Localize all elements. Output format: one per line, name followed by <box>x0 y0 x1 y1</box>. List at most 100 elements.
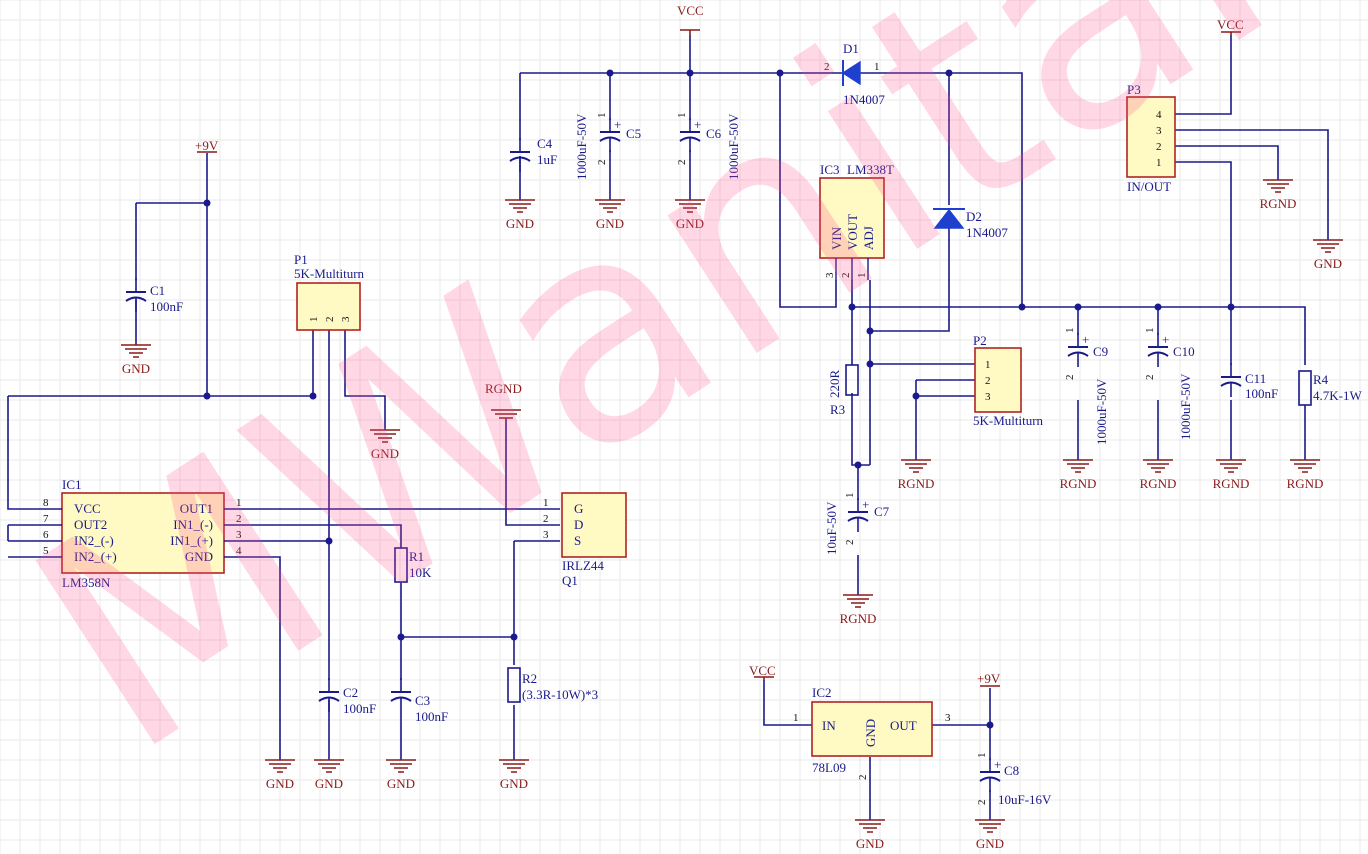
label-text: 3 <box>945 712 951 724</box>
r2-ref: R2 <box>522 671 537 686</box>
rgnd-port-q1: RGND <box>485 381 522 420</box>
gnd-label: GND <box>500 776 528 791</box>
wires <box>7 35 1329 820</box>
label-text: 6 <box>43 529 49 541</box>
ic1-lm358n: IC1 LM358N VCC OUT2 IN2_(-) IN2_(+) OUT1… <box>30 477 260 590</box>
c3-ref: C3 <box>415 693 430 708</box>
vcc-port-ic2: VCC <box>749 663 776 680</box>
label-text: VIN <box>829 226 844 250</box>
label-text: 2 <box>543 513 549 525</box>
label-text: 1 <box>308 317 320 323</box>
rgnd-label: RGND <box>1060 476 1097 491</box>
label-text: 2 <box>1156 141 1162 153</box>
p9v-port-top: +9V <box>195 138 219 153</box>
svg-text:1: 1 <box>844 493 856 499</box>
svg-text:2: 2 <box>1144 375 1156 381</box>
r4-ref: R4 <box>1313 372 1329 387</box>
svg-text:+: + <box>1082 332 1089 347</box>
vcc-label: VCC <box>749 663 776 678</box>
p1-part: 5K-Multiturn <box>294 266 365 281</box>
svg-text:+: + <box>862 497 869 512</box>
gnd-label: GND <box>976 836 1004 851</box>
c2-value: 100nF <box>343 701 376 716</box>
c9-value: 1000uF-50V <box>1094 378 1109 445</box>
label-text: 1 <box>543 497 549 509</box>
svg-text:2: 2 <box>596 160 608 166</box>
c3-value: 100nF <box>415 709 448 724</box>
label-text: 1 <box>793 712 799 724</box>
label-text: IN2_(+) <box>74 549 117 564</box>
gnd-symbol: GND <box>595 199 625 231</box>
p3-connector: P3 IN/OUT 4 3 2 1 <box>1126 82 1176 194</box>
svg-text:1: 1 <box>596 113 608 119</box>
d2-ref: D2 <box>966 209 982 224</box>
gnd-label: GND <box>856 836 884 851</box>
gnd-symbol: GND <box>265 759 295 791</box>
svg-text:+: + <box>614 117 621 132</box>
label-text: VOUT <box>845 214 860 250</box>
label-text: S <box>574 533 581 548</box>
label-text: OUT1 <box>180 501 213 516</box>
c1-ref: C1 <box>150 283 165 298</box>
label-text: ADJ <box>861 226 876 250</box>
ic1-part: LM358N <box>62 575 111 590</box>
gnd-symbol: GND <box>499 759 529 791</box>
rgnd-label: RGND <box>1213 476 1250 491</box>
gnd-symbol: GND <box>1313 239 1343 271</box>
label-text: 3 <box>340 316 352 322</box>
c10-ref: C10 <box>1173 344 1195 359</box>
r2-value: (3.3R-10W)*3 <box>522 687 598 702</box>
gnd-label: GND <box>387 776 415 791</box>
c7-value: 10uF-50V <box>824 501 839 555</box>
label-text: IN <box>822 718 836 733</box>
r1-body <box>394 547 408 583</box>
p9v-port-ic2: +9V <box>977 671 1001 687</box>
junctions <box>203 69 1235 729</box>
svg-text:2: 2 <box>844 540 856 546</box>
svg-text:2: 2 <box>676 160 688 166</box>
label-text: IN2_(-) <box>74 533 114 548</box>
p9v-label: +9V <box>977 671 1001 686</box>
label-text: 3 <box>236 529 242 541</box>
label-text: OUT2 <box>74 517 107 532</box>
label-text: 3 <box>985 391 991 403</box>
ic1-ref: IC1 <box>62 477 82 492</box>
rgnd-label: RGND <box>1260 196 1297 211</box>
label-text: 5 <box>43 545 49 557</box>
c1-value: 100nF <box>150 299 183 314</box>
d1-diode: D1 1N4007 2 1 <box>824 41 885 107</box>
r3-value: 220R <box>827 370 842 399</box>
p3-part: IN/OUT <box>1127 179 1171 194</box>
gnd-symbol: GND <box>121 344 151 376</box>
gnd-label: GND <box>596 216 624 231</box>
c11-ref: C11 <box>1245 371 1266 386</box>
label-text: 4 <box>1156 109 1162 121</box>
vcc-port-p3: VCC <box>1217 17 1244 35</box>
svg-text:1: 1 <box>976 753 988 759</box>
r3-ref: R3 <box>830 402 845 417</box>
p2-ref: P2 <box>973 333 987 348</box>
label-text: 2 <box>985 375 991 387</box>
rgnd-symbol: RGND <box>1213 459 1250 491</box>
c4-ref: C4 <box>537 136 553 151</box>
rgnd-label: RGND <box>485 381 522 396</box>
label-text: 3 <box>824 272 836 278</box>
p9v-label: +9V <box>195 138 219 153</box>
ic2-ref: IC2 <box>812 685 832 700</box>
p3-ref: P3 <box>1127 82 1141 97</box>
r4-body <box>1298 370 1312 406</box>
d1-ref: D1 <box>843 41 859 56</box>
p1-ref: P1 <box>294 252 308 267</box>
label-text: VCC <box>74 501 101 516</box>
label-text: 1 <box>856 273 868 279</box>
r4-value: 4.7K-1W <box>1313 388 1362 403</box>
gnd-label: GND <box>266 776 294 791</box>
label-text: IN1_(-) <box>173 517 213 532</box>
svg-text:+: + <box>694 117 701 132</box>
label-text: 8 <box>43 497 49 509</box>
label-text: 3 <box>1156 125 1162 137</box>
